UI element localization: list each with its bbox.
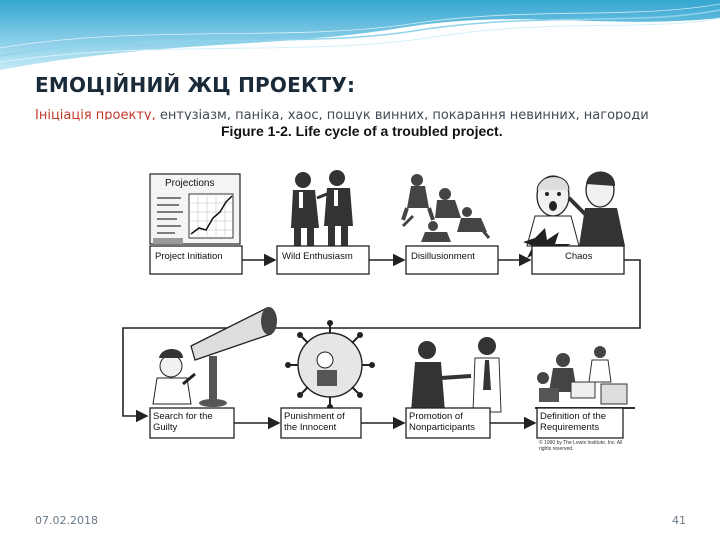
stage-box-project-initiation: Project Initiation [150,246,242,274]
stage-box-search-for-the-guilty: Search for the Guilty [150,408,234,438]
stage-box-wild-enthusiasm: Wild Enthusiasm [277,246,369,274]
stage-box-definition-of-the-requirements: Definition of the Requirements [537,408,623,438]
stage-label-promotion-of-nonparticipants: Promotion of Nonparticipants [409,411,489,433]
header-wave-decoration [0,0,720,80]
footer-date: 07.02.2018 [35,514,98,527]
slide-title: ЕМОЦІЙНИЙ ЖЦ ПРОЕКТУ: [35,73,355,97]
stage-label-chaos: Chaos [565,251,593,262]
stage-label-wild-enthusiasm: Wild Enthusiasm [282,251,353,262]
projections-chart-illustration: Projections [150,174,240,244]
life-cycle-figure: Figure 1-2. Life cycle of a troubled pro… [95,120,680,458]
stage-box-chaos: Chaos [532,246,624,274]
life-cycle-diagram: Figure 1-2. Life cycle of a troubled pro… [95,120,680,458]
figure-title: Figure 1-2. Life cycle of a troubled pro… [221,123,503,139]
stage-box-punishment-of-the-innocent: Punishment of the Innocent [281,408,361,438]
page-number: 41 [672,514,686,527]
stage-box-promotion-of-nonparticipants: Promotion of Nonparticipants [406,408,490,438]
stage-label-definition-of-the-requirements: Definition of the Requirements [540,411,622,433]
punishment-illustration [285,320,375,410]
stage-label-search-for-the-guilty: Search for the Guilty [153,411,233,433]
stage-label-disillusionment: Disillusionment [411,251,475,262]
stage-box-disillusionment: Disillusionment [406,246,498,274]
stage-label-project-initiation: Project Initiation [155,251,223,262]
stage-label-punishment-of-the-innocent: Punishment of the Innocent [284,411,360,433]
projections-label: Projections [165,178,214,189]
figure-copyright: © 1990 by The Lewis Institute, Inc. All … [539,440,629,452]
